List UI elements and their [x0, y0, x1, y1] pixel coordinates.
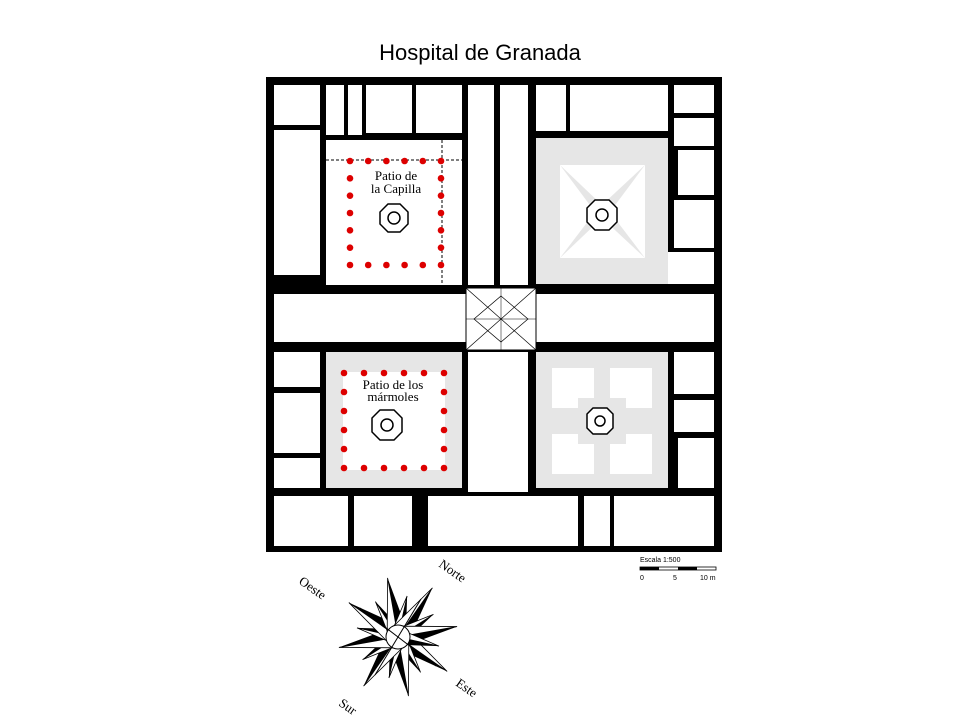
column [440, 464, 448, 472]
column [401, 157, 408, 165]
column [437, 192, 445, 199]
crossing-vault [465, 287, 537, 351]
column [420, 369, 428, 377]
column [380, 369, 388, 377]
column [380, 464, 388, 472]
column [440, 445, 448, 453]
patio-capilla-label-1: Patio de [375, 168, 417, 183]
column [437, 157, 445, 165]
column [437, 209, 445, 217]
column [346, 175, 354, 182]
column [364, 261, 372, 269]
patio-sureste [536, 352, 668, 488]
column [440, 426, 448, 434]
column [437, 175, 445, 182]
column [383, 157, 390, 165]
column [437, 227, 445, 234]
scale-tick-10: 10 m [700, 575, 716, 582]
diagram-title: Hospital de Granada [379, 40, 581, 65]
column [346, 244, 354, 251]
column [420, 464, 428, 472]
patio-marmoles-label-1: Patio de los [363, 377, 424, 392]
patio-marmoles-label-2: mármoles [367, 389, 418, 404]
column [340, 445, 348, 453]
column [340, 407, 348, 415]
column [346, 227, 354, 234]
fountain-sureste [586, 407, 614, 435]
column [360, 464, 368, 472]
column [346, 261, 354, 269]
compass-north-label: Norte [436, 556, 469, 585]
patio-capilla-label-2: la Capilla [371, 181, 421, 196]
column [340, 388, 348, 396]
scale-tick-5: 5 [673, 575, 677, 582]
column [346, 209, 354, 217]
compass-east-label: Este [453, 675, 480, 700]
column [419, 261, 427, 269]
column [400, 369, 408, 377]
column [437, 261, 445, 269]
compass-south-label: Sur [336, 695, 360, 718]
scale-tick-0: 0 [640, 575, 644, 582]
column [401, 261, 408, 269]
column [440, 369, 448, 377]
fountain-capilla [379, 203, 409, 233]
compass-rose: Norte Este Sur Oeste [296, 556, 480, 718]
column [364, 157, 372, 165]
column [340, 464, 348, 472]
column [440, 388, 448, 396]
column [440, 407, 448, 415]
column [419, 157, 427, 165]
column [340, 426, 348, 434]
column [340, 369, 348, 377]
compass-west-label: Oeste [296, 573, 329, 602]
scale-label: Escala 1:500 [640, 557, 681, 564]
scale-bar: Escala 1:500 0 5 10 m [639, 557, 717, 582]
patio-columns [340, 157, 448, 472]
fountain-noreste [586, 199, 618, 231]
column [360, 369, 368, 377]
column [437, 244, 445, 251]
column [400, 464, 408, 472]
column [383, 261, 390, 269]
column [346, 157, 354, 165]
column [346, 192, 354, 199]
fountain-marmoles [371, 409, 403, 441]
